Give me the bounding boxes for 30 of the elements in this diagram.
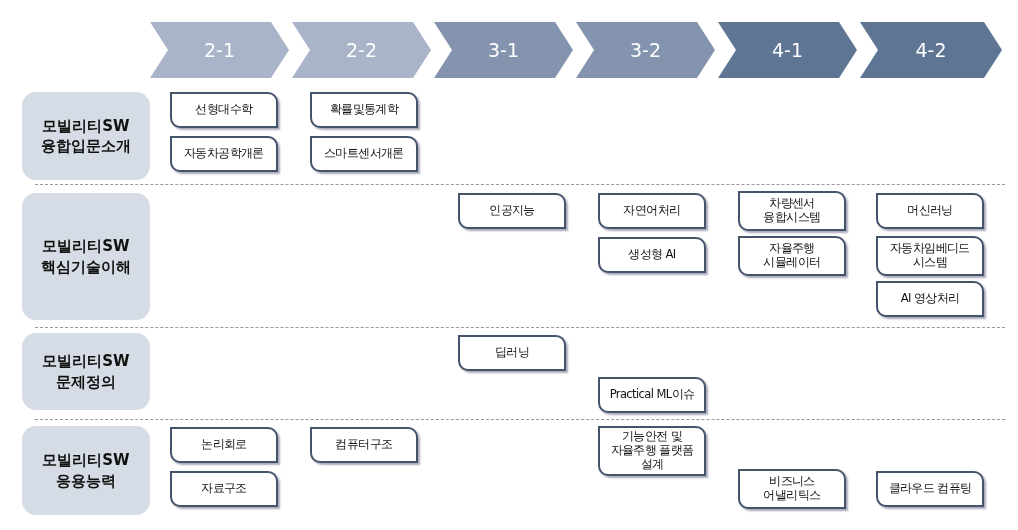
course-box: 컴퓨터구조 [310, 427, 418, 463]
category-label: 모빌리티SW 핵심기술이해 [22, 193, 150, 320]
course-box: 생성형 AI [598, 237, 706, 273]
course-box: 차량센서 융합시스템 [738, 191, 846, 231]
course-box: 확률및통계학 [310, 92, 418, 128]
course-box: 머신러닝 [876, 193, 984, 229]
course-box: 자연어처리 [598, 193, 706, 229]
course-box: 스마트센서개론 [310, 136, 418, 172]
course-box: 기능안전 및 자율주행 플랫폼 설계 [598, 426, 706, 476]
semester-header: 2-1 [150, 22, 289, 78]
course-box: 자율주행 시뮬레이터 [738, 236, 846, 276]
semester-header: 4-1 [718, 22, 857, 78]
category-label: 모빌리티SW 융합입문소개 [22, 92, 150, 180]
course-box: 자동차임베디드 시스템 [876, 236, 984, 276]
course-box: 딥러닝 [458, 335, 566, 371]
course-box: 논리회로 [170, 427, 278, 463]
semester-header: 4-2 [860, 22, 1002, 78]
category-label: 모빌리티SW 응용능력 [22, 426, 150, 515]
course-box: 선형대수학 [170, 92, 278, 128]
course-box: 비즈니스 어낼리틱스 [738, 469, 846, 509]
category-label: 모빌리티SW 문제정의 [22, 333, 150, 410]
course-box: 자료구조 [170, 471, 278, 507]
semester-header: 3-1 [434, 22, 573, 78]
course-box: AI 영상처리 [876, 281, 984, 317]
course-box: Practical ML이슈 [598, 377, 706, 413]
course-box: 클라우드 컴퓨팅 [876, 471, 984, 507]
semester-header: 2-2 [292, 22, 431, 78]
course-box: 자동차공학개론 [170, 136, 278, 172]
course-box: 인공지능 [458, 193, 566, 229]
semester-header: 3-2 [576, 22, 715, 78]
